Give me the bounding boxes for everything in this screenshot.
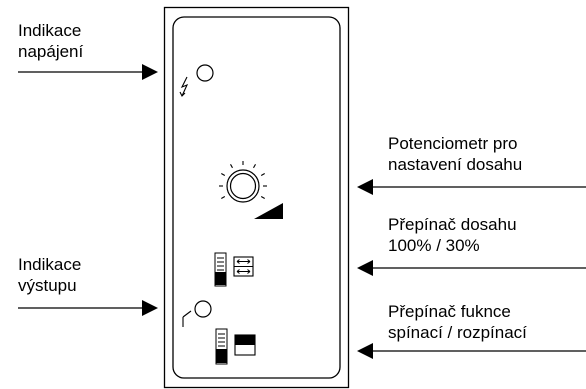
function-slide-switch-icon (215, 328, 228, 365)
output-indication-label-line1: Indikace (18, 255, 82, 274)
range-potentiometer-label-line1: Potenciometr pro (388, 134, 518, 153)
range-potentiometer-label: Potenciometr pro nastavení dosahu (388, 133, 522, 175)
function-switch-label-line1: Přepínač fuknce (388, 302, 511, 321)
power-indication-arrow (18, 64, 158, 80)
output-indication-arrow (18, 300, 158, 316)
contact-symbol-icon (182, 310, 192, 327)
power-led-icon (196, 64, 214, 82)
range-ramp-icon (254, 203, 283, 219)
output-led-icon (194, 300, 212, 318)
output-indication-label: Indikace výstupu (18, 254, 81, 296)
function-switch-arrow (357, 343, 586, 359)
power-indication-label: Indikace napájení (18, 20, 83, 62)
function-switch-label: Přepínač fuknce spínací / rozpínací (388, 301, 527, 343)
function-switch-label-line2: spínací / rozpínací (388, 323, 527, 342)
potentiometer-knob-icon (219, 161, 267, 203)
output-indication-label-line2: výstupu (18, 276, 77, 295)
range-switch-label: Přepínač dosahu 100% / 30% (388, 214, 517, 256)
power-indication-label-line2: napájení (18, 42, 84, 61)
lightning-icon (179, 76, 189, 97)
panel-inner-frame (172, 16, 341, 379)
range-switch-label-line1: Přepínač dosahu (388, 215, 517, 234)
power-indication-label-line1: Indikace (18, 21, 82, 40)
range-potentiometer-label-line2: nastavení dosahu (388, 155, 523, 174)
function-symbol-icon (234, 334, 256, 356)
range-switch-arrow (357, 260, 586, 276)
range-switch-label-line2: 100% / 30% (388, 236, 480, 255)
range-symbol-icon (233, 256, 254, 277)
range-potentiometer-arrow (357, 179, 586, 195)
panel-outer-frame (163, 6, 350, 389)
range-slide-switch-icon (214, 252, 227, 287)
